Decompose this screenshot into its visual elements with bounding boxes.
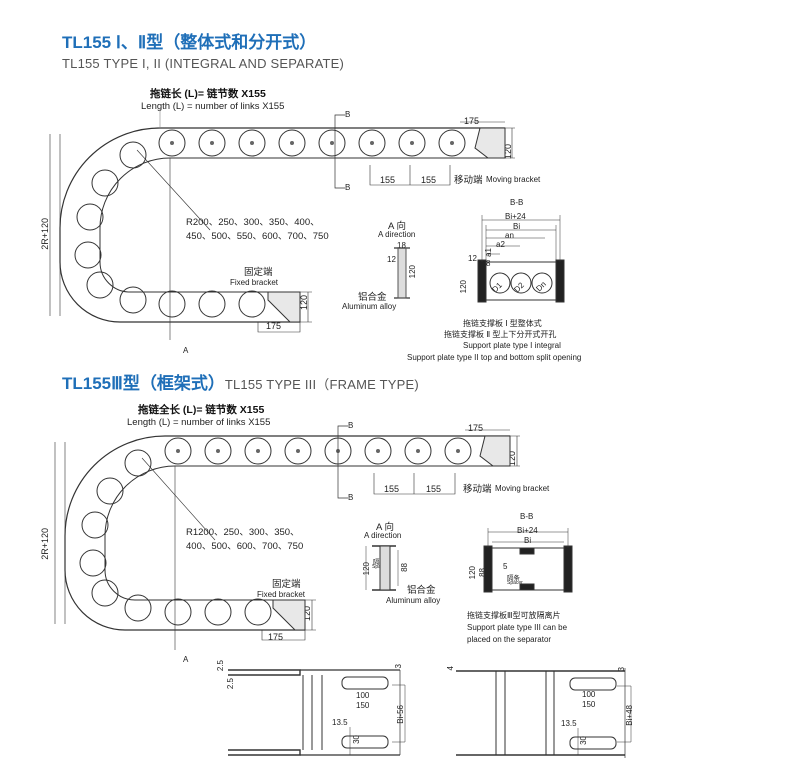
section1-b-mark-bottom: B [345,183,351,192]
section2-title-rest: TL155 TYPE III（FRAME TYPE) [224,377,419,392]
section2-alloy-cn: 铝合金 [407,585,436,596]
section1-bottom-links [158,290,266,318]
section1-moving-cn: 移动端 [454,175,483,186]
section1-chain [49,108,515,340]
section1-pitch-1: 155 [380,175,396,185]
section1-a-dim-12: 12 [387,255,396,264]
section2-alloy-en: Aluminum alloy [386,596,441,605]
section1-a-dim-18: 18 [397,241,406,250]
section1-moving-en: Moving bracket [486,175,541,184]
section1-a-direction-cn: A 向 [388,221,406,232]
section1-bb-an: an [505,231,514,240]
section2-title-bold: TL155Ⅲ型（框架式） [62,374,225,393]
section1-dim-175-top: 175 [464,116,480,126]
section1-bend-links [74,141,147,314]
section2-dim-175-top: 175 [468,423,484,433]
section2-radius-2: 400、500、600、700、750 [186,541,304,552]
section1-fixed-cn: 固定端 [244,267,273,278]
section2-bb-bi24: Bi+24 [517,526,538,535]
section2-b-mark-bottom: B [348,493,354,502]
section2-note-en1: Support plate type III can be [467,623,568,632]
section1-bb-section [477,215,565,303]
bracket-right [456,668,632,758]
section1-a-profile [394,247,410,299]
section1-alloy-en: Aluminum alloy [342,302,397,311]
bracket-right-d150: 150 [582,700,596,709]
bracket-left-d135: 13.5 [332,718,348,727]
section1-subtitle: TL155 TYPE I, II (INTEGRAL AND SEPARATE) [62,56,345,71]
section1-top-links [158,129,466,157]
bracket-left [228,669,406,756]
section2-length-cn: 拖链全长 (L)= 链节数 X155 [138,404,265,416]
bracket-right-d100: 100 [582,690,596,699]
section1-length-cn: 拖链长 (L)= 链节数 X155 [150,88,266,100]
bracket-left-d100: 100 [356,691,370,700]
section1-note-en2: Support plate type II top and bottom spl… [407,353,582,362]
section2-moving-en: Moving bracket [495,484,550,493]
section2-b-mark-top: B [348,421,354,430]
section1-note-cn2: 拖链支撑板 Ⅱ 型上下分开式开孔 [444,330,557,339]
section2-pitch-2: 155 [426,484,442,494]
section2-a-direction-cn: A 向 [376,522,394,533]
section2-bend-links [79,449,152,622]
section2-dim-175-fixed: 175 [268,632,284,642]
section2-a-mark: A [183,655,189,664]
section1-a-mark: A [183,346,189,355]
section1-note-en1: Support plate type I integral [463,341,561,350]
bracket-right-d135: 13.5 [561,719,577,728]
section1-fixed-en: Fixed bracket [230,278,279,287]
section2-a-direction-en: A direction [364,531,402,540]
section1-radius-1: R200、250、300、350、400、 [186,217,320,228]
section1-b-mark-top: B [345,110,351,119]
section1-dim-175-fixed: 175 [266,321,282,331]
section2-bb-bi: Bi [524,536,532,545]
section2-top-links [164,437,472,465]
section2-radius-1: R1200、250、300、350、 [186,527,300,538]
section1-pitch-2: 155 [421,175,437,185]
section1-bb-12: 12 [468,254,477,263]
section2-note-en2: placed on the separator [467,635,552,644]
section1-note-cn1: 拖链支撑板 Ⅰ 型整体式 [463,319,542,328]
section2-chain [54,425,520,650]
section1-title: TL155 Ⅰ、Ⅱ型（整体式和分开式） [62,33,317,52]
section2-bb-spacer-cn: 隔条 [507,575,520,582]
section1-radius-2: 450、500、550、600、700、750 [186,231,329,242]
section2-length-en: Length (L) = number of links X155 [127,417,271,428]
section1-bb-a2: a2 [496,240,505,249]
section2-pitch-1: 155 [384,484,400,494]
section2-a-profile [365,545,399,591]
section2-moving-cn: 移动端 [463,484,492,495]
section1-bb-8: 8 [486,259,491,268]
section1-a-direction-en: A direction [378,230,416,239]
section2-bb-spacer-en: Spacer [507,580,523,586]
section2-bb-section [483,528,573,593]
section2-fixed-en: Fixed bracket [257,590,306,599]
section2-bb-title: B-B [520,512,534,521]
section2-bb-5: 5 [503,562,508,571]
section2-bottom-links [164,598,272,626]
section2-note-cn: 拖链支撑板Ⅲ型可放隔离片 [467,611,561,620]
section2-fixed-cn: 固定端 [272,579,301,590]
section2-title: TL155Ⅲ型（框架式）TL155 TYPE III（FRAME TYPE) [62,369,419,394]
section1-bb-bi: Bi [513,222,521,231]
section1-bb-bi24: Bi+24 [505,212,526,221]
section1-length-en: Length (L) = number of links X155 [141,101,285,112]
section1-bb-title: B-B [510,198,524,207]
section1-alloy-cn: 铝合金 [358,292,387,303]
bracket-left-d150: 150 [356,701,370,710]
